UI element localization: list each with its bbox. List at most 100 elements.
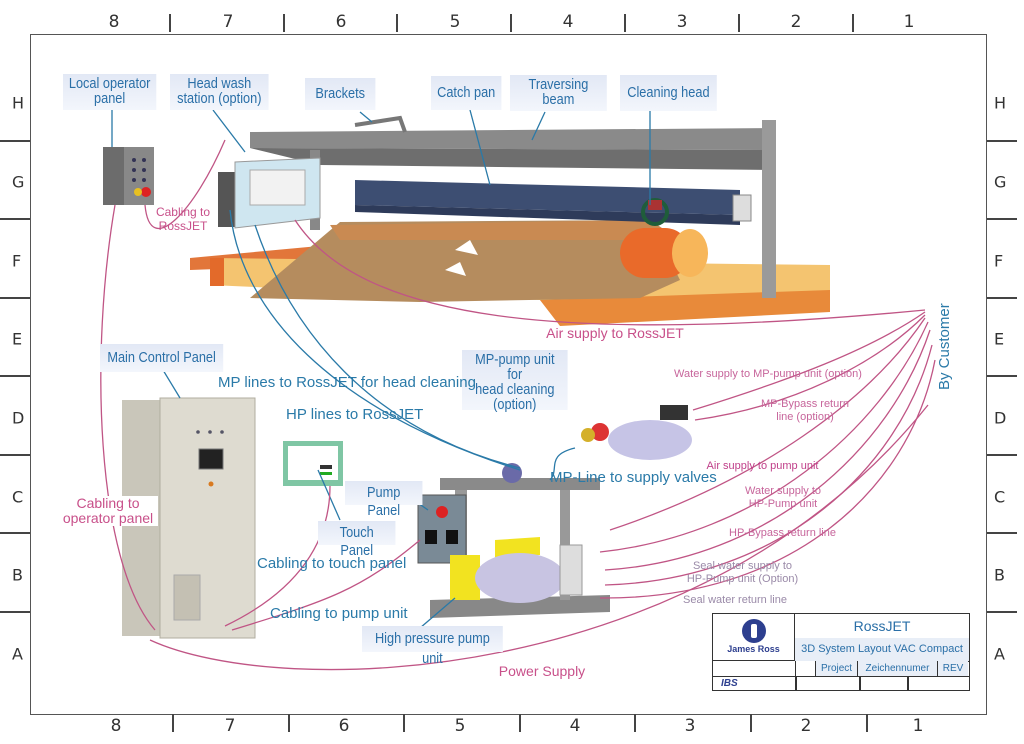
water-mp-path (692, 311, 926, 411)
cleaning-head (641, 198, 669, 226)
grid-tick (0, 218, 30, 220)
grid-col-label: 6 (335, 12, 347, 32)
grid-tick (169, 14, 171, 32)
grid-row-label: H (994, 93, 1007, 113)
grid-col-label: 6 (338, 716, 350, 736)
grid-tick (172, 714, 174, 732)
grid-tick (634, 714, 636, 732)
grid-tick (866, 714, 868, 732)
touch-panel-device (283, 441, 343, 486)
grid-tick (0, 375, 30, 377)
leader-main-control-panel (162, 369, 181, 399)
grid-col-label: 5 (454, 716, 466, 736)
cabling-operator-panel-path (100, 204, 156, 631)
grid-row-label: H (12, 93, 25, 113)
grid-row-label: E (12, 329, 23, 349)
grid-col-label: 1 (912, 716, 924, 736)
title-block-project: Project (815, 661, 857, 676)
label-air-supply-pump: Air supply to pump unit (706, 460, 819, 472)
label-high-pressure-pump-unit: High pressure pump unit (362, 626, 503, 667)
grid-tick (0, 140, 30, 142)
label-hp-bypass: HP-Bypass return line (729, 527, 836, 539)
grid-tick (396, 14, 398, 32)
hp-lines-path (254, 224, 521, 469)
label-hp-lines: HP lines to RossJET (286, 406, 424, 423)
grid-tick (738, 14, 740, 32)
grid-col-label: 1 (903, 12, 915, 32)
label-mp-lines: MP lines to RossJET for head cleaning (218, 374, 476, 391)
grid-row-label: G (12, 172, 25, 192)
traversing-beam (250, 120, 776, 298)
hp-bypass-path (604, 329, 931, 571)
grid-col-label: 4 (562, 12, 574, 32)
title-block-fields: Project Zeichennumer REV (713, 661, 969, 677)
label-touch-panel: Touch Panel (318, 521, 396, 559)
james-ross-logo-icon (741, 619, 766, 643)
cabling-touch-panel-path (224, 485, 331, 627)
grid-row-label: A (12, 644, 23, 664)
cabling-rossjet-path (144, 139, 226, 229)
leader-catch-pan (469, 109, 491, 186)
grid-tick (987, 611, 1017, 613)
grid-tick (0, 532, 30, 534)
seal-water-return-path (599, 359, 936, 599)
grid-col-label: 8 (110, 716, 122, 736)
seal-water-supply-path (604, 344, 933, 586)
title-block-divider (907, 676, 909, 690)
air-pump-path (609, 317, 926, 531)
label-local-operator-panel: Local operator panel (63, 74, 157, 110)
grid-tick (987, 375, 1017, 377)
grid-tick (403, 714, 405, 732)
leader-brackets (359, 111, 373, 123)
label-traversing-beam: Traversing beam (510, 75, 607, 111)
title-block-divider (859, 676, 861, 690)
label-cleaning-head: Cleaning head (620, 75, 717, 111)
label-by-customer: By Customer (936, 303, 953, 390)
mp-bypass-path (694, 314, 926, 421)
label-pump-panel: Pump Panel (345, 481, 423, 519)
grid-tick (283, 14, 285, 32)
label-brackets: Brackets (305, 78, 376, 110)
catch-pan (355, 180, 752, 225)
grid-row-label: D (12, 408, 25, 428)
air-supply-rossjet-path (294, 219, 926, 326)
label-catch-pan: Catch pan (431, 76, 502, 110)
title-block-drawing-number: Zeichennumer (857, 661, 937, 676)
grid-tick (0, 454, 30, 456)
main-control-panel (122, 397, 256, 639)
grid-row-label: A (994, 644, 1005, 664)
leader-touch-panel (317, 469, 341, 521)
grid-tick (0, 297, 30, 299)
grid-row-label: F (994, 251, 1004, 271)
label-cabling-touch-panel: Cabling to touch panel (257, 555, 407, 572)
mp-pump-unit (581, 405, 692, 460)
company-name: James Ross (727, 644, 780, 654)
grid-tick (852, 14, 854, 32)
drawing-frame (30, 34, 987, 715)
grid-col-label: 7 (224, 716, 236, 736)
label-cabling-pump-unit: Cabling to pump unit (270, 605, 408, 622)
company-logo: James Ross (713, 614, 795, 661)
grid-row-label: E (994, 329, 1005, 349)
grid-tick (519, 714, 521, 732)
water-hp-path (599, 321, 929, 553)
title-block-empty-cell (795, 661, 815, 676)
grid-col-label: 7 (222, 12, 234, 32)
leader-head-wash-station (212, 109, 246, 153)
label-head-wash-station: Head wash station (option) (170, 74, 269, 110)
grid-tick (288, 714, 290, 732)
leader-hp-pump-unit (419, 597, 456, 629)
grid-row-label: F (12, 251, 22, 271)
title-block-subtitle: 3D System Layout VAC Compact (795, 638, 969, 662)
grid-row-label: B (12, 565, 23, 585)
cabling-pump-unit-path (231, 539, 421, 631)
grid-tick (624, 14, 626, 32)
head-wash-station (218, 157, 321, 229)
grid-tick (0, 611, 30, 613)
label-mp-line-supply-valves: MP-Line to supply valves (550, 469, 717, 486)
grid-tick (987, 218, 1017, 220)
grid-col-label: 5 (449, 12, 461, 32)
mp-line-supply-path (549, 447, 576, 481)
title-block-rev: REV (937, 661, 968, 676)
leader-traversing-beam (531, 111, 546, 141)
